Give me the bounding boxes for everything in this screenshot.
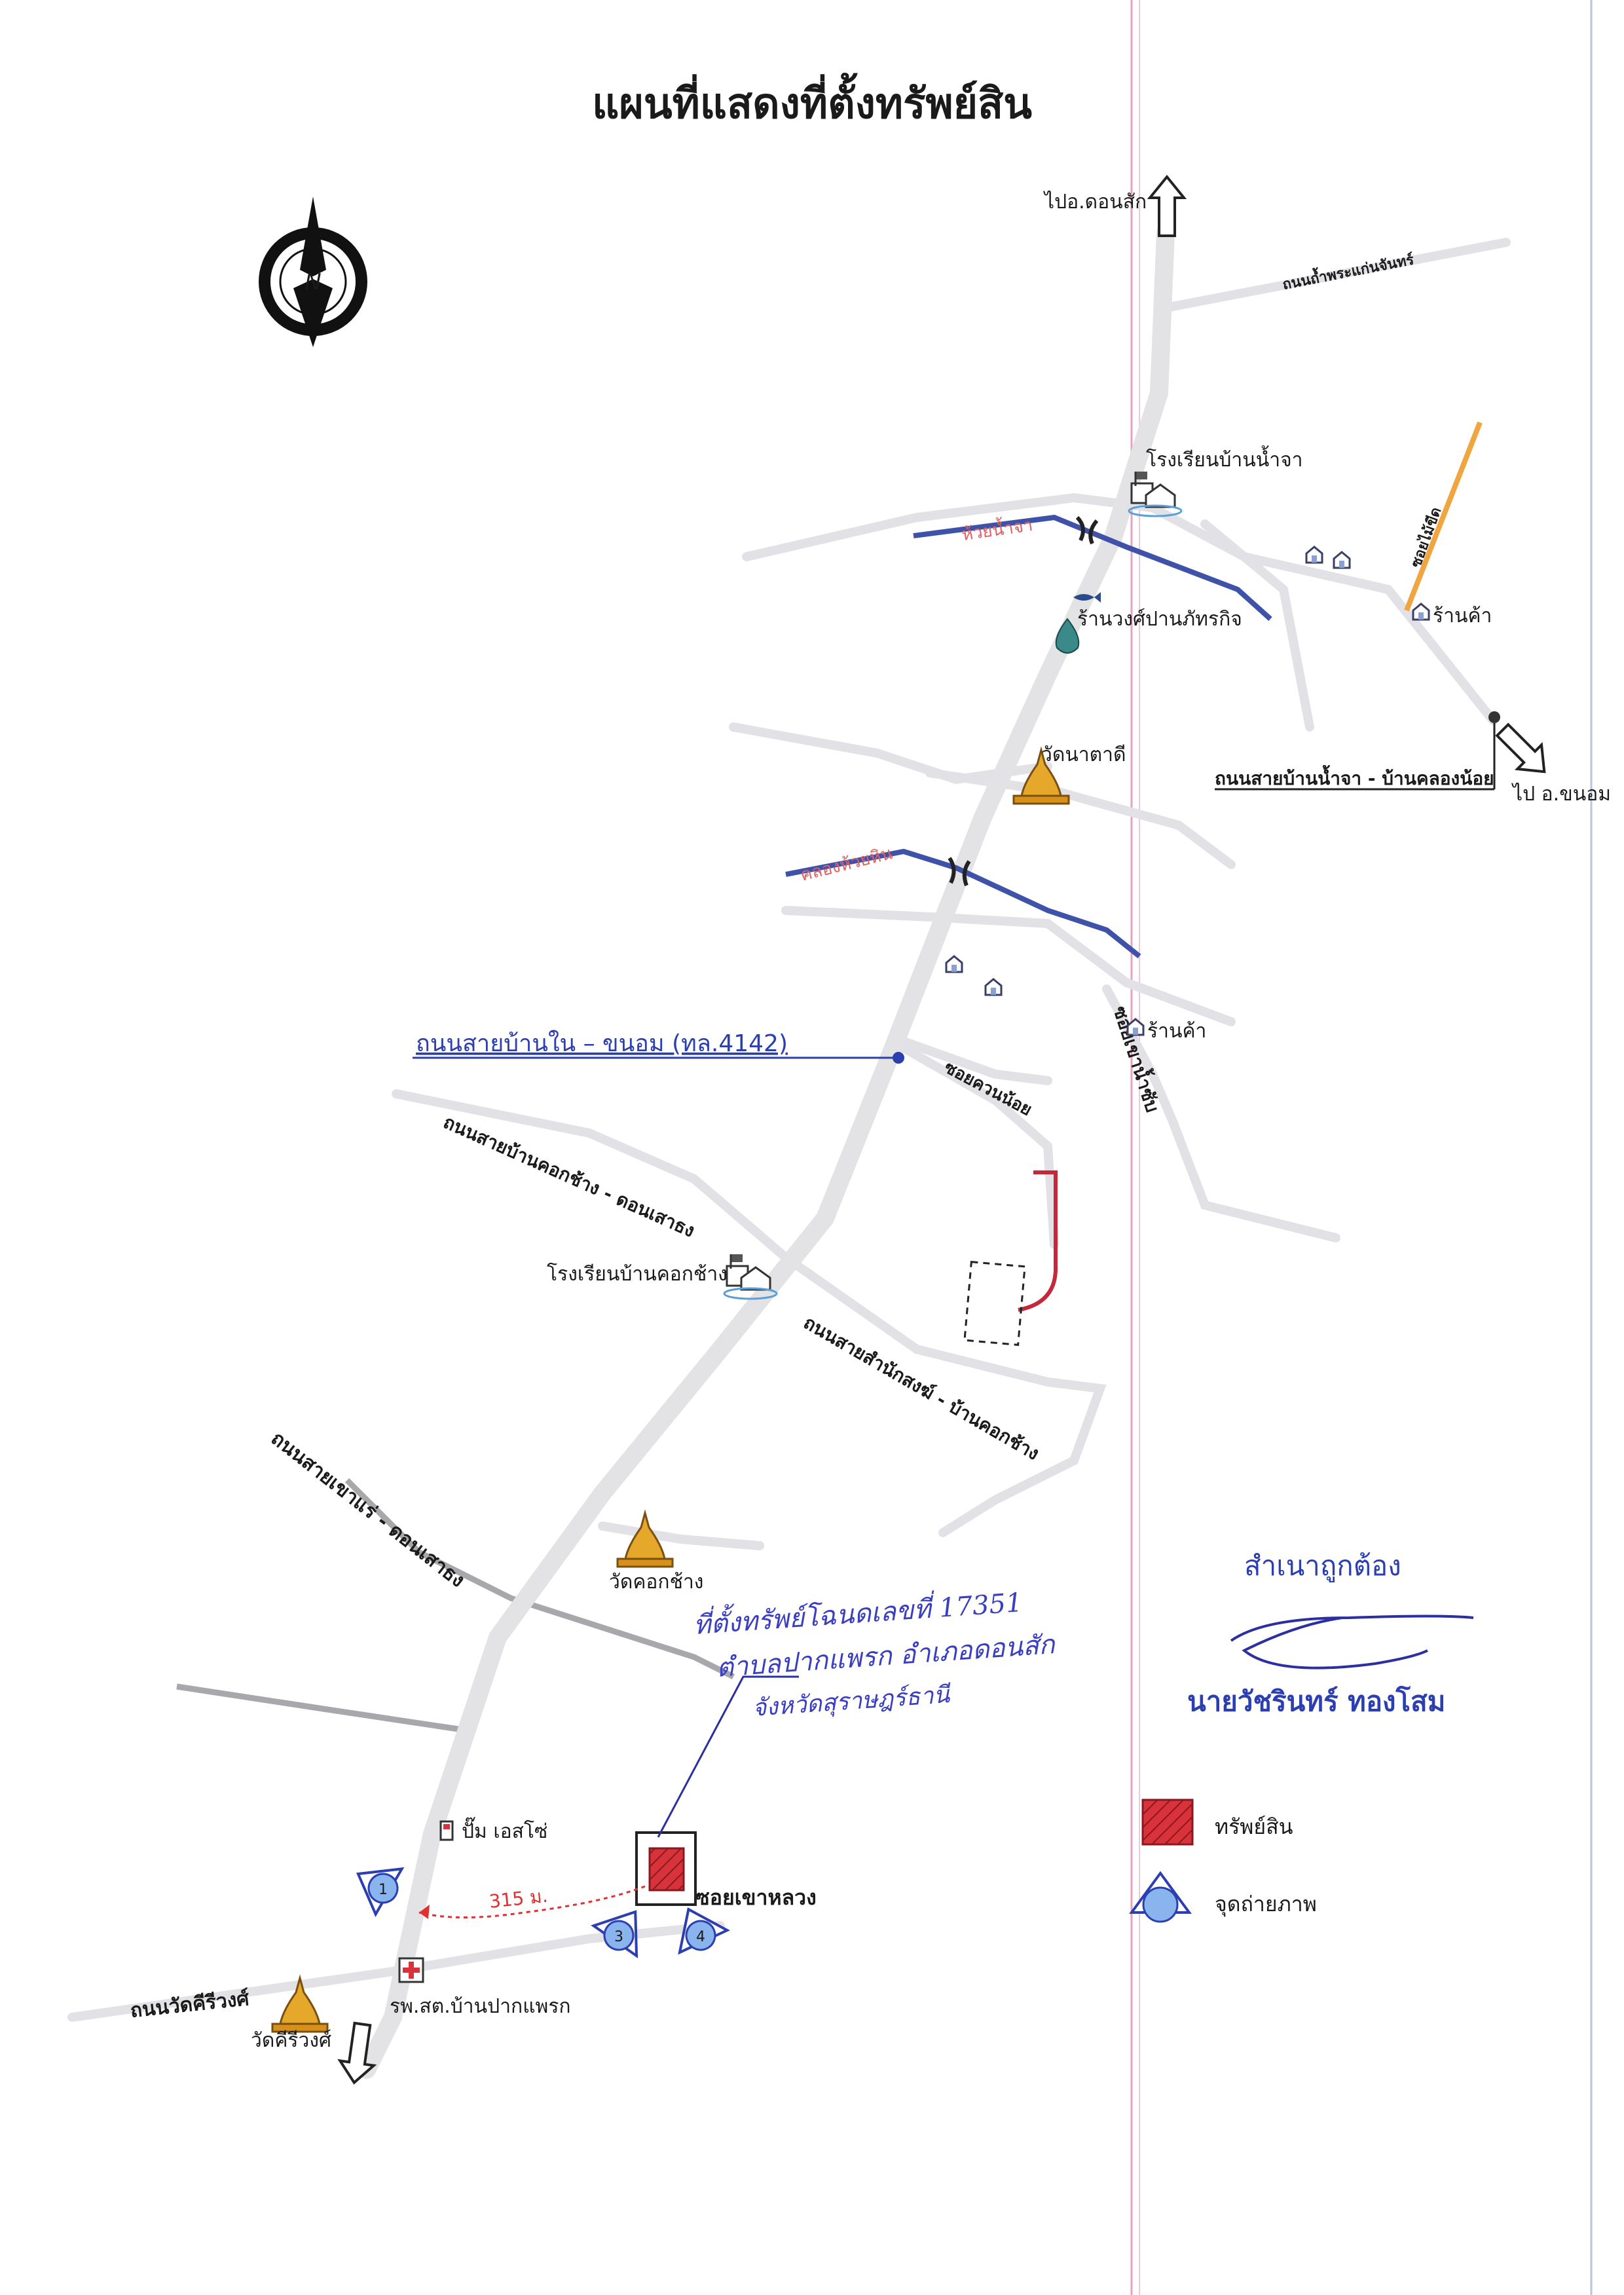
route-arrowhead-icon: [419, 1905, 430, 1919]
place-wat-khok-chang: วัดคอกช้าง: [609, 1571, 703, 1594]
legend-photo-point-label: จุดถ่ายภาพ: [1215, 1892, 1317, 1917]
orange-soi: [1404, 421, 1483, 612]
house-icon: [1333, 551, 1351, 569]
photo-point-1-label: 1: [378, 1882, 388, 1898]
river-huai-nam-cha: [913, 514, 1272, 621]
label-to-khanom: ไป อ.ขนอม: [1511, 782, 1611, 806]
north-arrow-compass-icon: N: [259, 196, 367, 347]
waterway-label-huai-nam-cha: ห้วยน้ำจา: [960, 512, 1034, 545]
place-shop-1: ร้านค้า: [1433, 605, 1492, 627]
main-highway-point: [893, 1052, 904, 1064]
place-shop-2: ร้านค้า: [1147, 1020, 1206, 1043]
road-label-khao-rae: ถนนสายเขาแร่ - ดอนเสาธง: [267, 1427, 469, 1592]
ban-nam-cha-point: [1488, 711, 1500, 723]
handwritten-line-3: จังหวัดสุราษฎร์ธานี: [752, 1681, 953, 1723]
arrow-down-icon: [337, 2021, 377, 2085]
photo-point-4-label: 4: [696, 1929, 705, 1945]
certification-text: สำเนาถูกต้อง: [1244, 1550, 1401, 1582]
property-frame: [635, 1831, 697, 1906]
handwritten-line-1: ที่ตั้งทรัพย์โฉนดเลขที่ 17351: [692, 1583, 1024, 1641]
place-school-nam-cha: โรงเรียนบ้านน้ำจา: [1146, 445, 1303, 472]
place-wat-khiriwong: วัดคีรีวงศ์: [251, 2029, 331, 2052]
waterway-label-khlong-huai-hin: คลองห้วยหิน: [798, 844, 895, 886]
shop-icon: [1412, 603, 1430, 621]
road-label-samnak-song: ถนนสายสำนักสงฆ์ - บ้านคอกช้าง: [800, 1311, 1043, 1464]
road-label-soi-khao-luang: ซอยเขาหลวง: [695, 1885, 817, 1910]
handwritten-line-2: ตำบลปากแพรก อำเภอดอนสัก: [715, 1630, 1056, 1683]
house-icon: [945, 955, 963, 973]
minor-roads: [67, 238, 1511, 2022]
signature: [1230, 1614, 1474, 1670]
bridge-icon: [948, 515, 1099, 887]
fuel-pump-icon: [439, 1820, 454, 1841]
certification-name: นายวัชรินทร์ ทองโสม: [1187, 1685, 1445, 1717]
compass-letter: N: [304, 269, 321, 295]
place-hospital: รพ.สต.บ้านปากแพรก: [390, 1995, 571, 2018]
legend-photo-point-icon: [1129, 1871, 1192, 1923]
legend-property-icon: [1141, 1799, 1194, 1846]
river-khlong-huai-hin: [785, 848, 1141, 959]
place-shop-wong: ร้านวงศ์ปานภัทรกิจ: [1077, 608, 1242, 631]
grey-side-road: [176, 1683, 459, 1732]
house-icon: [984, 978, 1003, 996]
khao-rae-road: [344, 1478, 735, 1680]
arrow-up-icon: [1147, 174, 1187, 237]
place-school-khok-chang: โรงเรียนบ้านคอกช้าง: [547, 1262, 728, 1286]
water-drop-icon: [1055, 618, 1080, 654]
photo-point-1-icon: [356, 1867, 405, 1918]
parcel-outline: [963, 1261, 1026, 1346]
road-label-wat-khiriwong: ถนนวัดคีรีวงศ์: [129, 1987, 251, 2023]
legend-property-label: ทรัพย์สิน: [1215, 1814, 1293, 1839]
road-label-main-highway: ถนนสายบ้านใน – ขนอม (ทล.4142): [416, 1030, 788, 1057]
distance-label: 315 ม.: [488, 1885, 549, 1912]
photo-point-3-label: 3: [614, 1929, 623, 1945]
annotation-leader: [657, 1675, 799, 1838]
place-wat-na-ta-di: วัดนาตาดี: [1041, 743, 1126, 766]
road-label-nam-phra: ถนนถ้ำพระแก่นจันทร์: [1280, 248, 1415, 293]
place-pump: ปั๊ม เอสโซ่: [462, 1817, 547, 1843]
label-to-don-sak: ไปอ.ดอนสัก: [1043, 190, 1147, 214]
photo-point-4-icon: [678, 1907, 730, 1955]
arrow-down-right-icon: [1495, 722, 1546, 774]
main-highway: [358, 223, 1175, 2079]
road-label-soi-kho: ซอยไม้ขีด: [1407, 505, 1445, 570]
fish-icon: [1073, 592, 1101, 603]
hospital-icon: [398, 1957, 424, 1983]
road-label-ban-nam-cha: ถนนสายบ้านน้ำจา - บ้านคลองน้อย: [1215, 764, 1494, 789]
access-road: [1018, 1170, 1058, 1312]
photo-point-3-icon: [591, 1910, 638, 1959]
map-title: แผนที่แสดงที่ตั้งทรัพย์สิน: [592, 73, 1032, 128]
property-marker: [648, 1847, 685, 1892]
house-icon: [1305, 546, 1323, 564]
